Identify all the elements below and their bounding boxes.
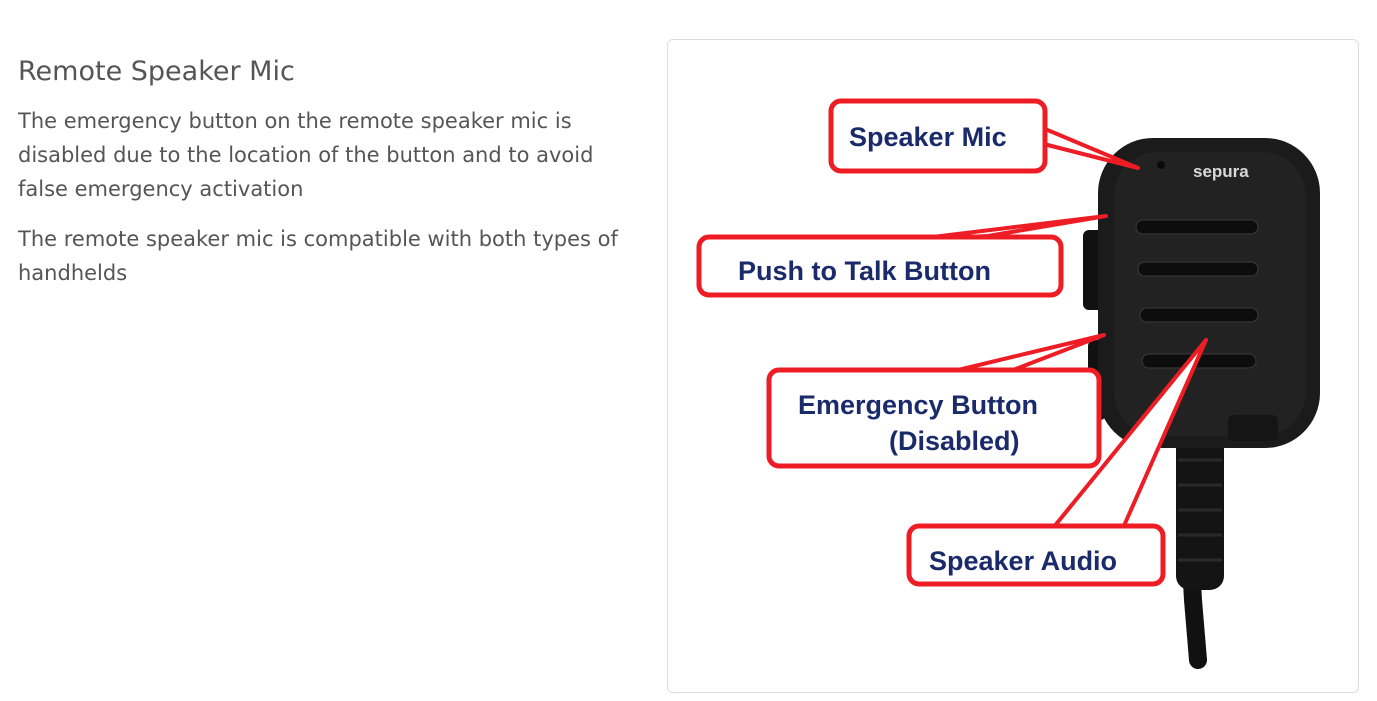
callout-emergency-label-line2: (Disabled) <box>889 426 1020 456</box>
callout-emergency-label-line1: Emergency Button <box>798 390 1038 420</box>
speaker-mic-device: sepura <box>1083 138 1320 669</box>
callout-speaker-audio-label: Speaker Audio <box>929 546 1117 576</box>
callout-push-to-talk-label: Push to Talk Button <box>738 256 991 286</box>
speaker-mic-diagram: sepura Speaker Mic Push to Talk Button <box>696 98 1320 669</box>
brand-logo-text: sepura <box>1193 162 1249 181</box>
section-title: Remote Speaker Mic <box>18 56 295 87</box>
callout-speaker-audio: Speaker Audio <box>906 523 1166 587</box>
callout-emergency-button: Emergency Button (Disabled) <box>766 367 1102 469</box>
pointer-emergency <box>956 333 1106 374</box>
paragraph-compatibility-note: The remote speaker mic is compatible wit… <box>18 227 618 285</box>
content-text: Remote Speaker Mic The emergency button … <box>18 52 648 306</box>
callout-speaker-mic: Speaker Mic <box>828 98 1048 174</box>
callout-push-to-talk: Push to Talk Button <box>696 234 1064 298</box>
speaker-mic-figure: sepura Speaker Mic Push to Talk Button <box>667 39 1359 693</box>
callout-speaker-mic-label: Speaker Mic <box>849 122 1007 152</box>
paragraph-emergency-note: The emergency button on the remote speak… <box>18 109 594 201</box>
